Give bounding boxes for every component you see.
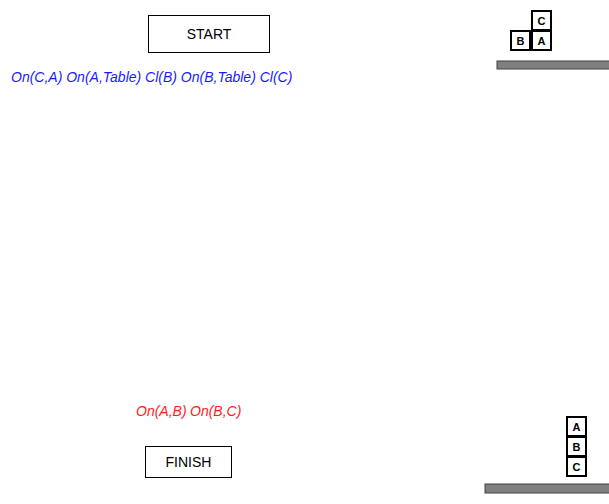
node-title: START [187, 26, 232, 42]
block-letter: C [573, 461, 581, 473]
block: B [566, 436, 587, 457]
block: B [510, 30, 531, 51]
condition-label: On(A,B) [136, 403, 187, 419]
block: A [566, 416, 587, 437]
block: C [566, 456, 587, 477]
block: A [531, 30, 552, 51]
table-top [497, 61, 609, 69]
block-letter: A [573, 421, 581, 433]
block-letter: A [538, 35, 546, 47]
block-letter: B [517, 35, 525, 47]
condition-label: On(B,C) [190, 403, 241, 419]
finish-box: On(A,B)On(B,C)FINISH [145, 446, 232, 478]
condition-label: On(C,A) On(A,Table) Cl(B) On(B,Table) Cl… [11, 69, 292, 85]
block-letter: B [573, 441, 581, 453]
block: C [531, 10, 552, 31]
block-letter: C [538, 15, 546, 27]
start-box: STARTOn(C,A) On(A,Table) Cl(B) On(B,Tabl… [148, 15, 270, 53]
table-top [485, 484, 609, 493]
node-title: FINISH [166, 454, 212, 470]
